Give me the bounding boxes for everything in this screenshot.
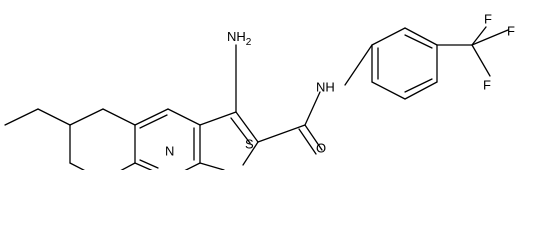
- carbonyl-o-label: O: [316, 140, 326, 155]
- molecule-structure: NH2 NH O N S F F F: [4, 11, 515, 170]
- cf3-f-bottom-label: F: [483, 77, 491, 92]
- bond-t2-t3: [235, 111, 259, 143]
- bond-n-aryl: [344, 44, 373, 86]
- bond-amide-c: [257, 124, 306, 143]
- bond-c4-c5: [120, 162, 136, 170]
- bond-n-c4-double: [139, 159, 159, 169]
- bond-cf3-f3: [471, 44, 491, 77]
- bond-cf3-f1: [471, 26, 487, 46]
- bond-p1-p2-double: [139, 114, 168, 129]
- cf3-f-top-left-label: F: [484, 11, 492, 26]
- ring-s-label: S: [245, 136, 254, 151]
- bond-p4-n: [184, 162, 201, 170]
- bond-p2-p3: [167, 108, 201, 126]
- bond-ethyl-ch2: [37, 108, 71, 126]
- bond-carbonyl: [304, 124, 323, 151]
- bond-ethyl-ch3: [4, 108, 39, 126]
- bond-c2-c3: [102, 108, 136, 126]
- amide-nh-label: NH: [316, 79, 335, 94]
- bond-b1-b2: [371, 27, 406, 46]
- bond-b5-b6: [371, 81, 406, 100]
- bond-t1-t2: [199, 111, 237, 126]
- bond-amide-n: [304, 91, 321, 126]
- bond-t2-t3-double: [230, 117, 251, 144]
- bond-b2-b3: [404, 27, 438, 46]
- bond-b4-b5: [404, 81, 438, 100]
- amino-subscript: 2: [246, 37, 252, 48]
- bond-p1-p2: [134, 108, 169, 126]
- amino-label: NH2: [227, 29, 252, 47]
- bonds: [4, 26, 509, 170]
- bond-c1-c2: [69, 108, 104, 126]
- ring-n-label: N: [165, 143, 174, 158]
- bond-carbonyl-double: [298, 128, 317, 155]
- bond-cf3-f2: [471, 29, 509, 46]
- bond-c5-c6: [69, 162, 86, 170]
- atom-labels: NH2 NH O N S F F F: [165, 11, 515, 158]
- bond-n-c4: [134, 162, 153, 170]
- bond-s-t4: [199, 162, 225, 170]
- bond-t3-s: [242, 141, 259, 166]
- cf3-f-top-right-label: F: [507, 23, 515, 38]
- bond-b2-b3-double: [404, 34, 433, 49]
- bond-b4-b5-double: [404, 78, 433, 93]
